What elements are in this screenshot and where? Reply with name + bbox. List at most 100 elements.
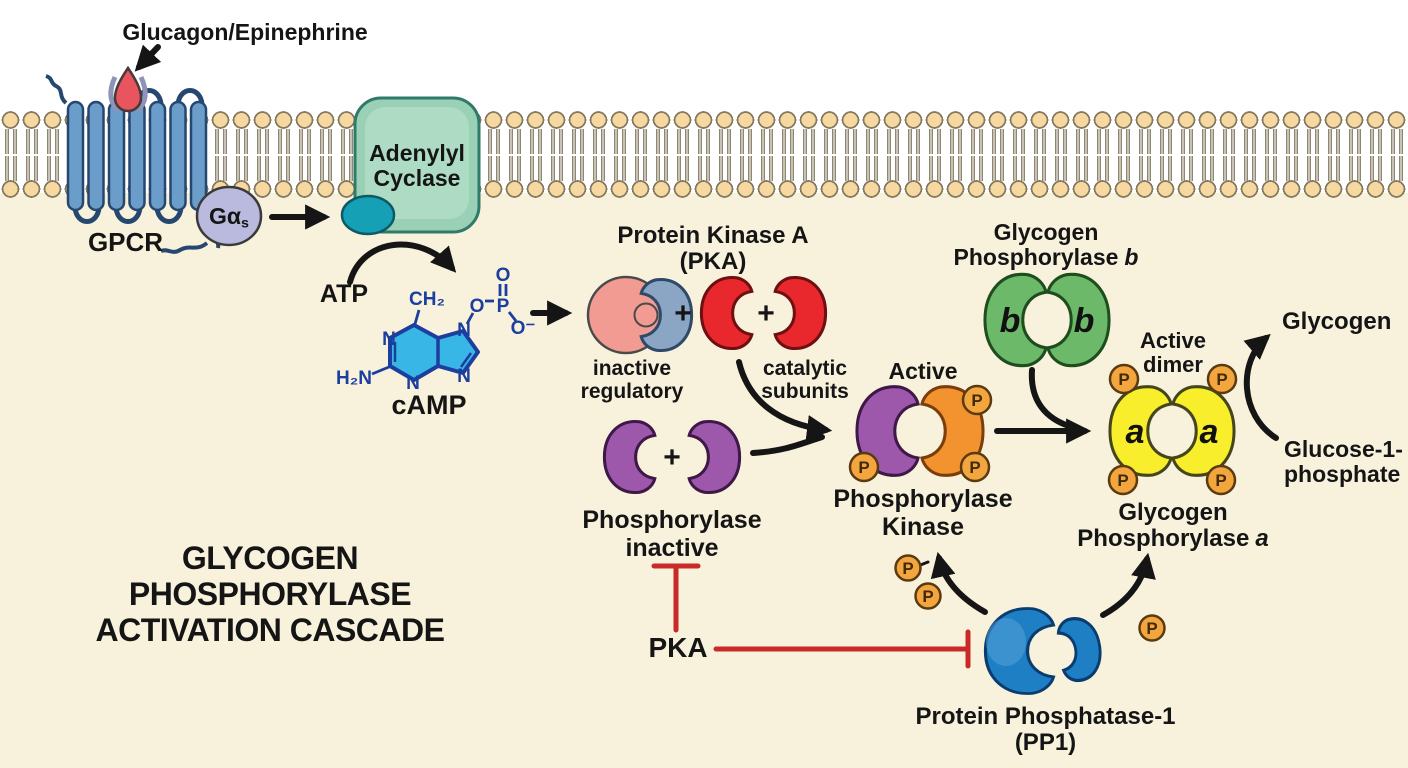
pp1-small-shape	[1055, 613, 1106, 684]
phosphate-badge: P	[961, 384, 993, 416]
phosphate-badge: P	[848, 451, 880, 483]
adenylyl-cyclase-label: Adenylyl Cyclase	[355, 140, 479, 192]
binding-pocket-left	[108, 75, 121, 113]
glucose-1-phosphate-label: Glucose-1- phosphate	[1284, 436, 1408, 488]
svg-text:P: P	[1117, 471, 1128, 490]
camp-n3: N	[457, 320, 471, 341]
regulatory-tongue-shape	[633, 302, 659, 328]
camp-label: cAMP	[391, 390, 467, 420]
g-alpha-s-label: Gαs	[198, 203, 260, 232]
arrow-inactive-to-kinase	[750, 434, 825, 456]
gp-a-right-letter: a	[1200, 413, 1219, 451]
phos-inactive-line2: inactive	[625, 533, 719, 562]
svg-text:P: P	[902, 559, 913, 578]
camp-h2n: H₂N	[336, 368, 372, 389]
g1p-line2: phosphate	[1284, 461, 1401, 488]
svg-text:P: P	[922, 587, 933, 606]
svg-text:P: P	[858, 458, 869, 477]
gp-b-line1: Glycogen	[993, 219, 1099, 245]
diagram-title: GLYCOGEN PHOSPHORYLASE ACTIVATION CASCAD…	[58, 540, 482, 648]
phosphate-badge: P	[894, 554, 922, 582]
active-dimer-line2: dimer	[1143, 352, 1203, 378]
phosphate-badge: P	[914, 582, 942, 610]
phosphate-badge: P	[1108, 363, 1140, 395]
ligand-shape	[113, 65, 143, 113]
phos-inactive-line1: Phosphorylase	[582, 506, 762, 534]
gpcr-label: GPCR	[87, 227, 164, 257]
phosphate-badge: P	[1107, 464, 1139, 496]
arrow-catalytic-to-kinase	[736, 359, 833, 441]
svg-text:P: P	[1146, 619, 1157, 638]
gp-b-line2-text: Phosphorylase	[953, 244, 1119, 271]
phosphate-badge: P	[1206, 363, 1238, 395]
catalytic-subunit-1-shape	[699, 276, 754, 350]
active-label: Active	[888, 358, 958, 384]
catalytic-site-shape	[340, 194, 396, 236]
ac-line2: Cyclase	[373, 165, 461, 192]
phos-kinase-inactive-2-shape	[687, 420, 742, 494]
plus-sign: +	[757, 297, 775, 330]
phos-kinase-inactive-1-shape	[602, 420, 657, 494]
arrow-pp1-to-kinase	[930, 551, 988, 615]
gp-a-line1: Glycogen	[1118, 499, 1228, 526]
arrow-atp-to-camp	[347, 241, 457, 285]
svg-text:P: P	[971, 391, 982, 410]
pp1-label: Protein Phosphatase-1 (PP1)	[898, 703, 1193, 757]
svg-text:P: P	[1118, 370, 1129, 389]
arrow-g1p-to-glycogen	[1243, 333, 1279, 441]
gpcr-receptor-shape	[45, 74, 221, 254]
pp1-line2: (PP1)	[1014, 729, 1077, 757]
membrane-outer-leaflet	[0, 110, 1408, 130]
title-line1: GLYCOGEN	[181, 540, 359, 576]
pka-title: Protein Kinase A (PKA)	[597, 222, 829, 276]
phosphate-badge: P	[1205, 464, 1237, 496]
inactive-line2: regulatory	[580, 380, 684, 404]
camp-p: P	[497, 296, 510, 317]
g-alpha-s-shape	[195, 185, 263, 247]
phos-kinase-line2: Kinase	[882, 512, 964, 541]
inactive-line1: inactive	[592, 357, 672, 380]
gp-a-line2-text: Phosphorylase	[1077, 525, 1250, 553]
phosphorylase-inactive-label: Phosphorylase inactive	[577, 506, 767, 562]
g1p-line1: Glucose-1-	[1284, 436, 1403, 462]
gp-a-left-letter: a	[1126, 413, 1145, 451]
membrane-tails-top	[0, 129, 1408, 154]
arrow-gpb-to-gpa	[1028, 367, 1075, 430]
arrow-ligand	[134, 44, 162, 72]
gp-b-left-letter: b	[1000, 302, 1021, 340]
phos-kinase-line1: Phosphorylase	[833, 485, 1013, 513]
camp-o-ester: O	[470, 296, 485, 317]
catalytic-line2: subunits	[761, 380, 849, 404]
pka-title-line2: (PKA)	[679, 248, 747, 276]
camp-o-double: O	[496, 265, 511, 286]
g-alpha-main: Gα	[209, 203, 242, 229]
pp1-line1: Protein Phosphatase-1	[915, 703, 1176, 730]
camp-structure: N N N N H₂N CH₂ O P O O⁻	[336, 265, 535, 394]
title-line3: ACTIVATION CASCADE	[95, 611, 445, 648]
inhibit-pka-to-pp1	[713, 629, 971, 669]
plus-sign: +	[674, 297, 692, 330]
active-dimer-label: Active dimer	[1130, 328, 1216, 378]
camp-n2: N	[406, 373, 420, 394]
ac-line1: Adenylyl	[369, 140, 465, 166]
phosphate-badge: P	[959, 451, 991, 483]
inactive-regulatory-label: inactive regulatory	[562, 357, 702, 403]
catalytic-subunits-label: catalytic subunits	[737, 357, 873, 403]
binding-pocket-right	[135, 75, 148, 113]
catalytic-line1: catalytic	[762, 357, 848, 380]
camp-n1: N	[382, 329, 396, 350]
svg-text:P: P	[1215, 471, 1226, 490]
gp-b-right-letter: b	[1074, 302, 1095, 340]
camp-o-minus: O⁻	[511, 318, 536, 339]
svg-text:P: P	[1216, 370, 1227, 389]
pka-short-label: PKA	[648, 632, 708, 663]
pka-title-line1: Protein Kinase A	[617, 222, 809, 249]
atp-label: ATP	[319, 280, 369, 308]
ligand-label: Glucagon/Epinephrine	[122, 19, 368, 45]
camp-ch2: CH₂	[409, 289, 445, 310]
